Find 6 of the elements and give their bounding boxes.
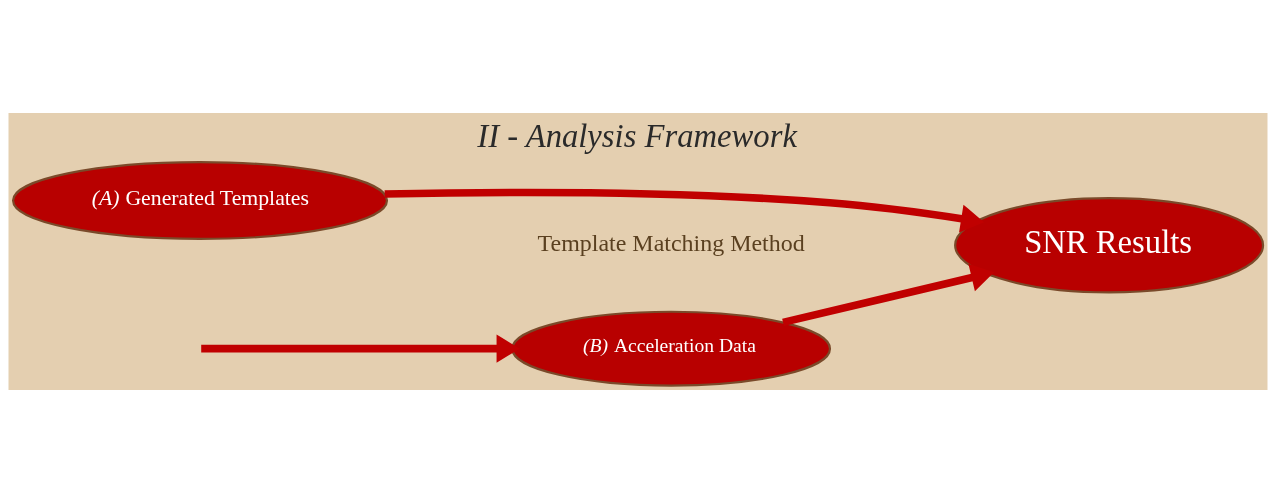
arrow — [782, 263, 995, 326]
label: Template Matching Method — [537, 229, 805, 256]
arrow — [384, 188, 985, 233]
node-ellipse: (B) Acceleration Data — [511, 310, 832, 387]
diagram-title: II - Analysis Framework — [477, 117, 797, 154]
node-ellipse: (A) Generated Templates — [11, 160, 389, 240]
